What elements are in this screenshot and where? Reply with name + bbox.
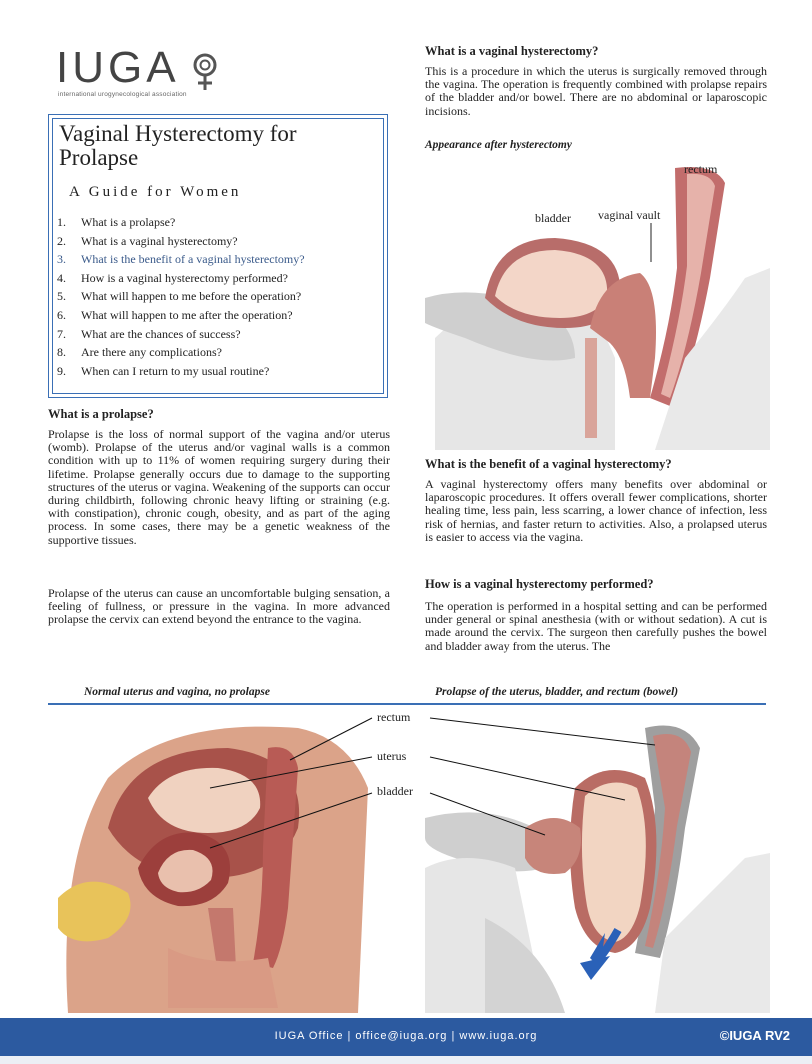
- table-of-contents: 1.What is a prolapse? 2.What is a vagina…: [57, 213, 377, 380]
- benefit-heading: What is the benefit of a vaginal hystere…: [425, 457, 672, 471]
- label-bladder-top: bladder: [535, 211, 571, 225]
- figure-left-caption: Normal uterus and vagina, no prolapse: [84, 686, 270, 698]
- hysterectomy-illustration: [425, 158, 770, 450]
- logo-subtitle: international urogynecological associati…: [58, 91, 187, 98]
- label-uterus: uterus: [377, 749, 407, 763]
- prolapse-paragraph-2: Prolapse of the uterus can cause an unco…: [48, 586, 390, 627]
- benefit-paragraph: A vaginal hysterectomy offers many benef…: [425, 477, 767, 544]
- divider: [48, 703, 766, 705]
- document-title: Vaginal Hysterectomy for Prolapse: [59, 121, 297, 170]
- toc-item[interactable]: 7.What are the chances of success?: [57, 326, 241, 341]
- figure-right-caption: Prolapse of the uterus, bladder, and rec…: [435, 686, 679, 698]
- label-bladder-bottom: bladder: [377, 784, 413, 798]
- vh-paragraph: This is a procedure in which the uterus …: [425, 64, 767, 118]
- label-vaginal-vault: vaginal vault: [598, 208, 661, 222]
- how-heading: How is a vaginal hysterectomy performed?: [425, 577, 654, 591]
- toc-item[interactable]: 4.How is a vaginal hysterectomy performe…: [57, 270, 288, 285]
- prolapse-heading: What is a prolapse?: [48, 407, 154, 421]
- normal-anatomy-illustration: [48, 708, 390, 1013]
- toc-item[interactable]: 3.What is the benefit of a vaginal hyste…: [57, 252, 305, 267]
- label-rectum-bottom: rectum: [377, 710, 411, 724]
- toc-item[interactable]: 8.Are there any complications?: [57, 345, 222, 360]
- footer-contact: IUGA Office | office@iuga.org | www.iuga…: [274, 1030, 538, 1042]
- how-paragraph: The operation is performed in a hospital…: [425, 599, 767, 653]
- bottom-edge: [0, 1056, 812, 1064]
- toc-item[interactable]: 5.What will happen to me before the oper…: [57, 289, 302, 304]
- toc-item[interactable]: 2.What is a vaginal hysterectomy?: [57, 233, 238, 248]
- vh-heading: What is a vaginal hysterectomy?: [425, 44, 599, 58]
- toc-item[interactable]: 6.What will happen to me after the opera…: [57, 307, 293, 322]
- footer: IUGA Office | office@iuga.org | www.iuga…: [0, 1018, 812, 1056]
- toc-item[interactable]: 1.What is a prolapse?: [57, 215, 176, 229]
- footer-copyright: ©IUGA RV2: [719, 1028, 790, 1043]
- title-box: Vaginal Hysterectomy for Prolapse A Guid…: [48, 114, 388, 398]
- logo: IUGA: [56, 43, 180, 92]
- toc-item[interactable]: 9.When can I return to my usual routine?: [57, 363, 270, 378]
- prolapse-paragraph-1: Prolapse is the loss of normal support o…: [48, 427, 390, 547]
- female-symbol-icon: [193, 53, 217, 90]
- document-subtitle: A Guide for Women: [69, 184, 242, 200]
- figure-top-caption: Appearance after hysterectomy: [425, 139, 572, 151]
- prolapse-illustration: [425, 708, 770, 1013]
- label-rectum-top: rectum: [684, 162, 718, 176]
